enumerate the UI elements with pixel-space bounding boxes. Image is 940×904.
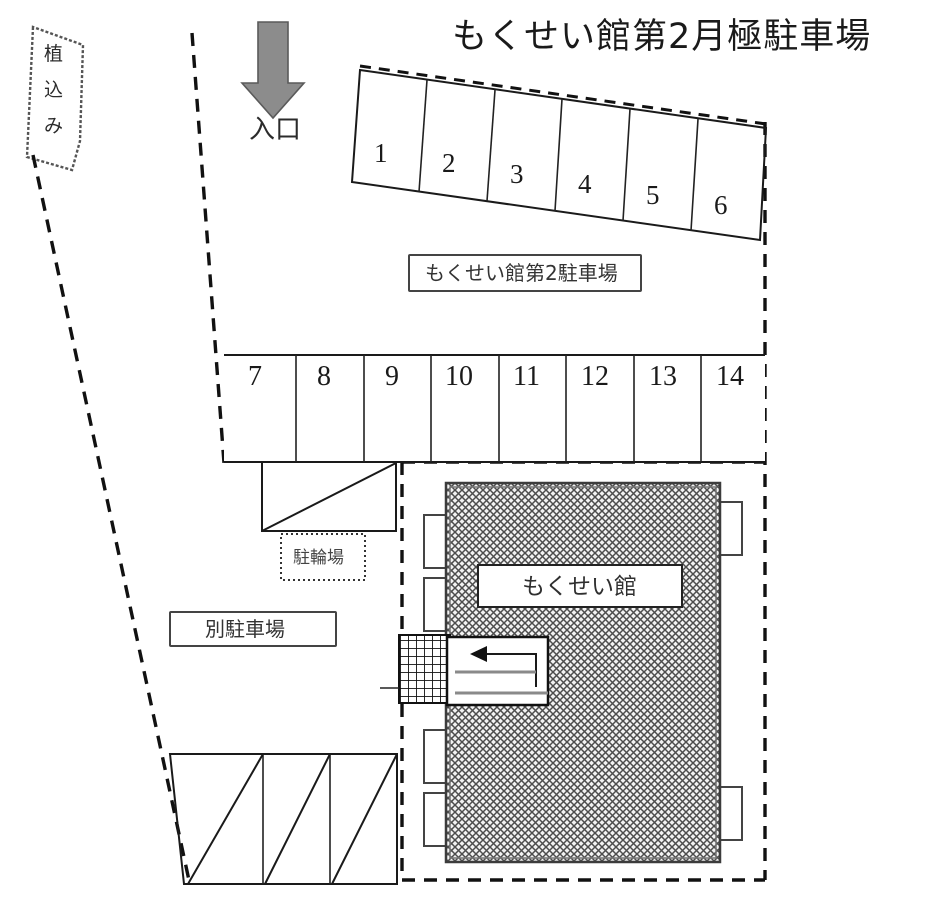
entrance-marker: 入口 (240, 21, 306, 145)
stall-number-3: 3 (510, 159, 524, 189)
stall-number-11: 11 (513, 361, 540, 392)
diagonal-stall-group (168, 753, 398, 885)
entrance-label: 入口 (249, 115, 301, 145)
slanted-divider-1 (418, 79, 428, 193)
boundary-left-diagonal (31, 154, 192, 886)
other-parking-label-group: 別駐車場 (169, 611, 337, 647)
building-left-protrusion-1 (423, 514, 446, 569)
lot2-label-group: もくせい館第2駐車場 (408, 254, 642, 292)
bicycle-parking-label-box (280, 533, 366, 581)
down-arrow-icon (240, 21, 306, 120)
slanted-divider-3 (554, 98, 563, 212)
stall-number-12: 12 (581, 361, 609, 392)
stall-number-13: 13 (649, 361, 677, 392)
slanted-stall-group: 1 2 3 4 5 6 (350, 68, 768, 242)
left-arrow-icon (470, 646, 487, 662)
stall-number-14: 14 (716, 361, 744, 392)
plant-bed-area: 植 込 み (25, 25, 85, 172)
stall-number-6: 6 (714, 190, 728, 220)
slanted-divider-2 (486, 89, 496, 202)
slanted-divider-5 (690, 118, 699, 232)
entrance-grid-block (398, 634, 451, 704)
diagonal-line-2 (264, 753, 331, 885)
boundary-inner-left (190, 32, 226, 464)
stall-number-4: 4 (578, 169, 592, 199)
stall-number-1: 1 (374, 138, 388, 168)
stall-number-8: 8 (317, 361, 331, 392)
stall-number-9: 9 (385, 361, 399, 392)
building-right-protrusion-1 (720, 501, 743, 556)
bicycle-parking-area: 駐輪場 (261, 462, 397, 581)
entrance-arrow-path (487, 653, 537, 687)
slanted-divider-4 (622, 108, 631, 222)
building-name-box (477, 564, 683, 608)
plant-bed-char-2: 込 (44, 79, 63, 101)
boundary-slanted-top (359, 64, 767, 126)
other-parking-label: 別駐車場 (205, 617, 285, 641)
building-left-protrusion-2 (423, 577, 446, 632)
bicycle-parking-outline (261, 462, 397, 532)
building-name-label: もくせい館 (522, 574, 637, 600)
plant-bed-char-3: み (44, 115, 63, 137)
row-stall-band (224, 355, 765, 462)
building-group: もくせい館 (423, 481, 743, 864)
bicycle-parking-label: 駐輪場 (293, 548, 344, 568)
lot2-label-text: もくせい館第2駐車場 (425, 261, 618, 285)
plant-bed-shape (25, 25, 85, 172)
building-entrance-group (380, 634, 550, 707)
row-stall-group: 7 8 9 10 11 12 13 14 (224, 354, 765, 463)
bicycle-parking-diagonal (261, 462, 397, 532)
building-right-protrusion-2 (720, 786, 743, 841)
plant-bed-char-1: 植 (44, 43, 63, 65)
stall-number-5: 5 (646, 180, 660, 210)
other-parking-label-box (169, 611, 337, 647)
building-left-protrusion-3 (423, 729, 446, 784)
diagonal-line-3 (331, 753, 398, 885)
diagonal-line-1 (187, 753, 264, 885)
stall-number-7: 7 (248, 361, 262, 392)
building-left-protrusion-4 (423, 792, 446, 847)
stall-number-2: 2 (442, 148, 456, 178)
page-title: もくせい館第2月極駐車場 (452, 17, 871, 57)
lot2-label-box (408, 254, 642, 292)
slanted-band-outline (350, 68, 768, 242)
stall-number-10: 10 (445, 361, 473, 392)
diagonal-stall-outline (168, 753, 398, 885)
